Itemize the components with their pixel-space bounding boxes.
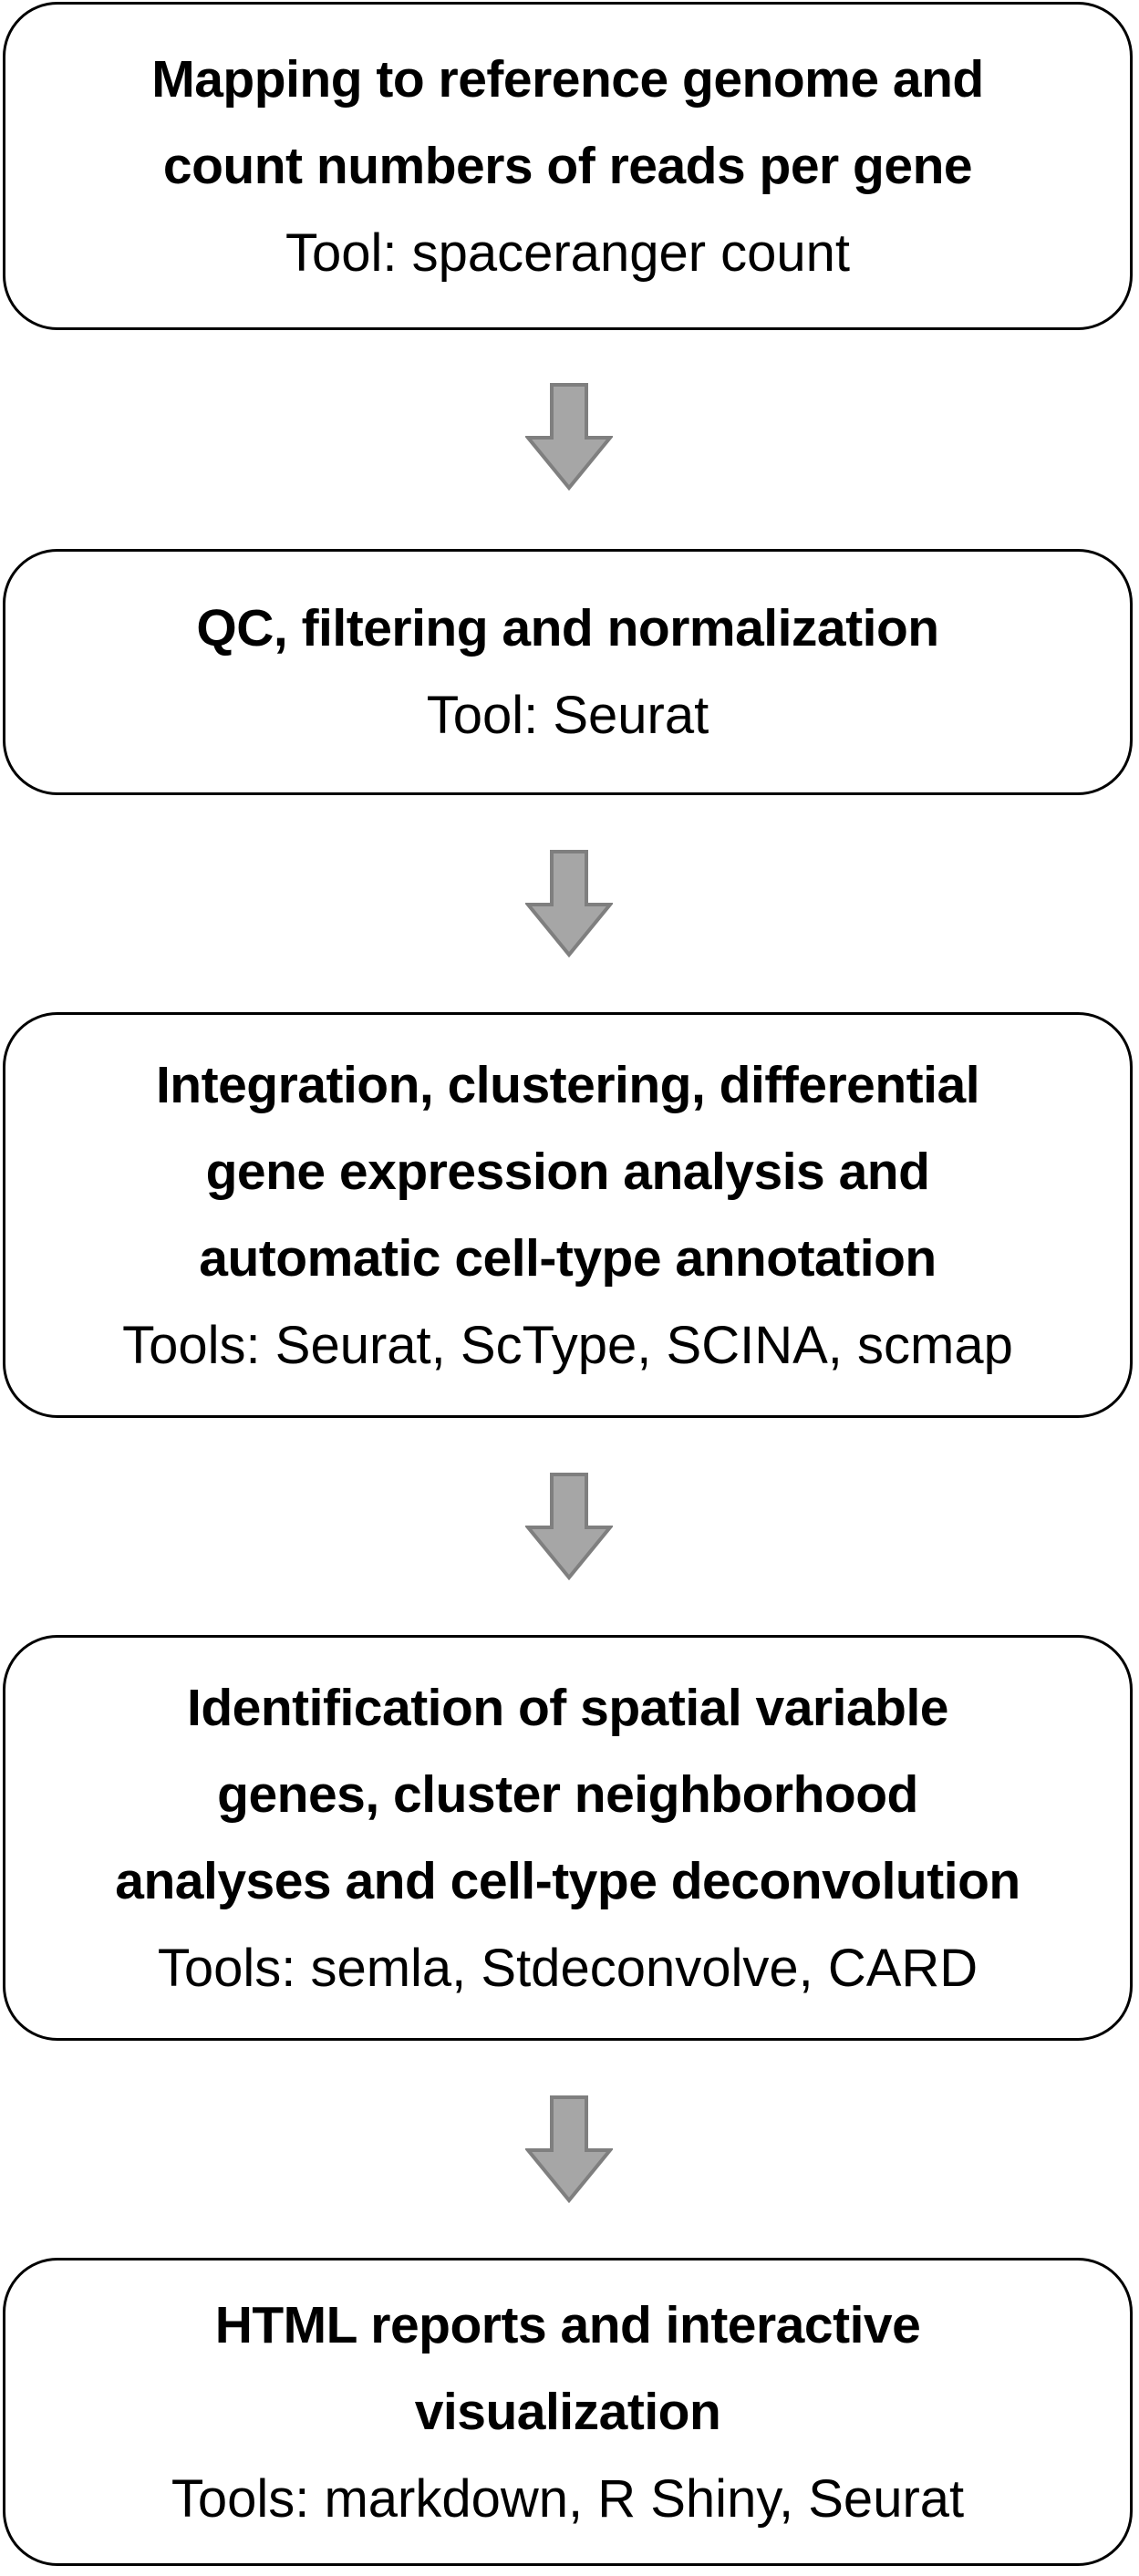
step-title-line: automatic cell-type annotation	[199, 1228, 937, 1288]
step-tools: Tool: Seurat	[426, 686, 709, 745]
down-arrow-icon	[525, 383, 613, 491]
step-title-line: HTML reports and interactive	[214, 2295, 921, 2354]
down-arrow-icon	[525, 2095, 613, 2203]
step-title-line: visualization	[414, 2382, 721, 2441]
step-title-line: genes, cluster neighborhood	[217, 1764, 918, 1824]
down-arrow-icon	[525, 1473, 613, 1580]
step-title-line: QC, filtering and normalization	[196, 599, 939, 657]
step-title-line: Integration, clustering, differential	[155, 1055, 980, 1114]
step-tools: Tools: markdown, R Shiny, Seurat	[171, 2468, 965, 2529]
step-title-line: count numbers of reads per gene	[162, 136, 973, 195]
workflow-step-mapping: Mapping to reference genome and count nu…	[3, 2, 1133, 330]
step-title-line: analyses and cell-type deconvolution	[115, 1851, 1020, 1910]
down-arrow-icon	[525, 850, 613, 957]
workflow-step-integration: Integration, clustering, differential ge…	[3, 1012, 1133, 1418]
step-title-line: Identification of spatial variable	[186, 1678, 949, 1737]
workflow-step-spatial: Identification of spatial variable genes…	[3, 1635, 1133, 2041]
step-tools: Tools: Seurat, ScType, SCINA, scmap	[122, 1315, 1013, 1375]
workflow-step-qc: QC, filtering and normalization Tool: Se…	[3, 549, 1133, 795]
step-tools: Tool: spaceranger count	[285, 222, 851, 283]
workflow-step-reports: HTML reports and interactive visualizati…	[3, 2258, 1133, 2566]
step-title-line: gene expression analysis and	[205, 1142, 930, 1201]
step-title-line: Mapping to reference genome and	[151, 49, 984, 109]
step-tools: Tools: semla, Stdeconvolve, CARD	[157, 1938, 979, 1998]
